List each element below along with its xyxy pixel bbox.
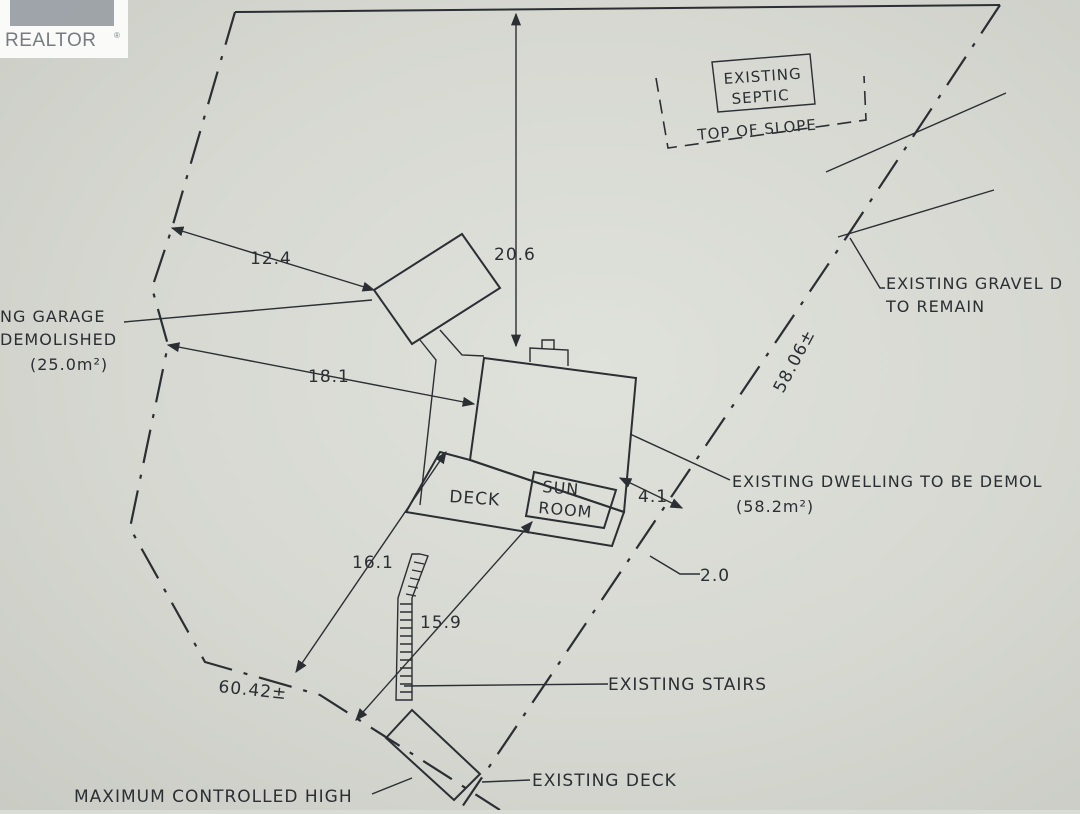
property-boundary-line — [128, 11, 501, 811]
dim-line-18-1 — [166, 342, 476, 407]
dim-line-4-1 — [618, 477, 684, 509]
property-boundary-east — [459, 4, 1001, 811]
septic-box — [711, 53, 816, 113]
septic-area: EXISTING SEPTIC TOP OF SLOPE — [655, 53, 867, 149]
top-of-slope-label: TOP OF SLOPE — [696, 116, 818, 144]
deck-label: DECK — [449, 487, 501, 510]
existing-deck-outline — [384, 708, 482, 802]
garage: NG GARAGE DEMOLISHED (25.0m²) — [0, 232, 502, 506]
existing-deck: EXISTING DECK — [384, 708, 677, 802]
dim-2-0: 2.0 — [700, 566, 730, 586]
deck-outline — [404, 450, 626, 548]
septic-label-1: EXISTING — [723, 65, 802, 88]
dim-line-15-9 — [355, 521, 533, 721]
stairs-leader — [403, 683, 609, 687]
garage-label-2: DEMOLISHED — [0, 330, 117, 349]
dim-60-42: 60.42± — [217, 677, 288, 704]
dim-16-1: 16.1 — [352, 553, 394, 573]
dim-18-1: 18.1 — [308, 367, 350, 387]
existing-deck-leader — [481, 779, 531, 783]
realtor-logo-registered: ® — [114, 31, 120, 40]
gravel-label-1: EXISTING GRAVEL D — [886, 274, 1063, 293]
realtor-logo: REALTOR ® — [0, 0, 128, 58]
garage-walk — [419, 329, 485, 506]
dim-20-6: 20.6 — [494, 245, 536, 265]
sunroom-label-1: SUN — [542, 477, 580, 499]
garage-label-3: (25.0m²) — [30, 355, 108, 374]
garage-leader — [123, 299, 373, 323]
stairs-label: EXISTING STAIRS — [608, 675, 767, 695]
dimension-labels: 20.6 12.4 18.1 4.1 16.1 15.9 2.0 58.06± … — [217, 245, 819, 704]
top-of-slope-line — [655, 75, 867, 149]
sunroom-label-2: ROOM — [538, 498, 594, 522]
chimney — [529, 339, 569, 366]
dim-12-4: 12.4 — [250, 249, 292, 269]
realtor-logo-text: REALTOR — [5, 30, 97, 51]
dimension-lines — [166, 12, 700, 721]
dim-15-9: 15.9 — [420, 613, 462, 633]
sunroom-outline — [524, 470, 618, 530]
dwelling-label-2: (58.2m²) — [736, 497, 814, 516]
realtor-logo-mark — [10, 0, 114, 26]
dwelling-label-1: EXISTING DWELLING TO BE DEMOL — [732, 472, 1043, 491]
existing-deck-label: EXISTING DECK — [532, 771, 677, 791]
dwelling: DECK SUN ROOM EXISTING DWELLING TO BE DE… — [404, 339, 1043, 548]
garage-outline — [372, 232, 502, 346]
dim-line-12-4 — [170, 226, 376, 292]
dim-line-2-0 — [649, 555, 700, 575]
dim-4-1: 4.1 — [638, 487, 668, 507]
garage-label-1: NG GARAGE — [0, 307, 105, 326]
high-water-leader — [371, 777, 413, 795]
high-water-label: MAXIMUM CONTROLLED HIGH — [74, 787, 353, 807]
dim-58-06: 58.06± — [770, 326, 820, 396]
gravel-driveway: EXISTING GRAVEL D TO REMAIN — [825, 92, 1063, 316]
property-boundary-top — [234, 4, 1001, 13]
dwelling-leader — [629, 433, 731, 481]
septic-label-2: SEPTIC — [731, 86, 790, 108]
gravel-label-2: TO REMAIN — [885, 297, 985, 316]
